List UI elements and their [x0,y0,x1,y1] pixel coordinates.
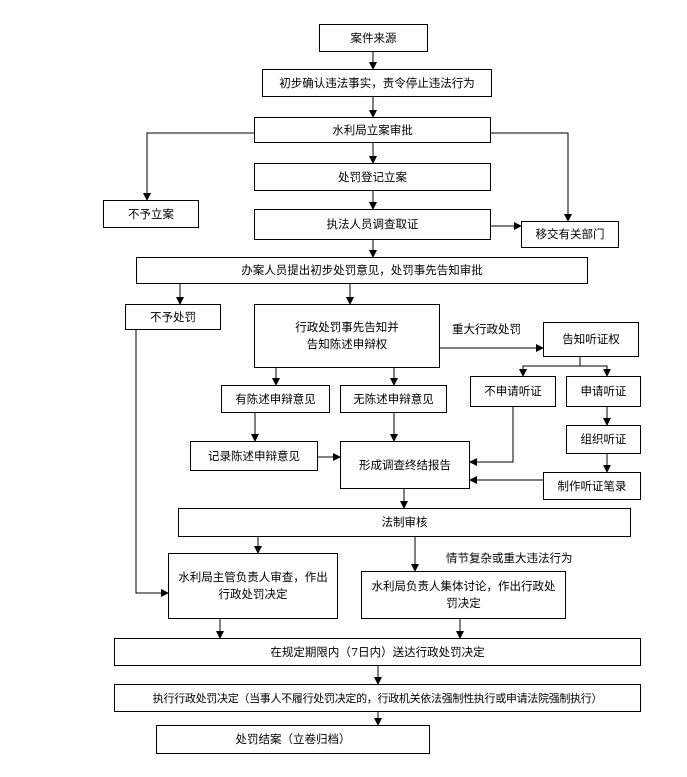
arrow-no-hearing-to-report [469,407,514,466]
node-no-penalty: 不予处罚 [125,304,221,330]
node-case-source: 案件来源 [319,24,428,52]
label-complex-case: 情节复杂或重大违法行为 [446,550,573,566]
node-has-statement: 有陈述申辩意见 [221,385,330,413]
node-organize-hearing: 组织听证 [566,425,641,454]
node-hearing-record: 制作听证笔录 [543,472,641,500]
node-deliver: 在规定期限内（7日内）送达行政处罚决定 [114,638,641,666]
arrow-hearing-notice-to-apply [579,357,611,377]
node-no-statement: 无陈述申辩意见 [340,385,447,413]
node-execute: 执行行政处罚决定（当事人不履行处罚决定的，行政机关依法强制性执行或申请法院强制执… [114,684,641,712]
node-bureau-approval: 水利局立案审批 [254,117,491,143]
node-transfer: 移交有关部门 [521,221,619,248]
arrow-hearing-notice-to-no-hearing [519,357,581,377]
node-legal-review: 法制审核 [178,508,631,537]
arrow-approval-to-transfer [491,132,572,222]
node-prior-notice: 行政处罚事先告知并告知陈述申辩权 [254,304,440,368]
node-supervisor-decision: 水利局主管负责人审查，作出行政处罚决定 [168,553,338,619]
label-major-penalty: 重大行政处罚 [452,321,521,337]
node-investigate: 执法人员调查取证 [254,209,491,240]
node-apply-hearing: 申请听证 [566,376,641,407]
node-handler-opinion: 办案人员提出初步处罚意见，处罚事先告知审批 [136,257,588,284]
node-record-statement: 记录陈述申辩意见 [190,441,318,471]
node-collective-decision: 水利局负责人集体讨论，作出行政处罚决定 [361,571,566,619]
node-hearing-notice: 告知听证权 [543,322,639,357]
node-final-report: 形成调查终结报告 [340,441,470,489]
node-close: 处罚结案（立卷归档） [156,725,430,754]
node-initial-confirm: 初步确认违法事实，责令停止违法行为 [262,69,492,97]
node-no-hearing: 不申请听证 [470,376,556,407]
node-no-filing: 不予立案 [103,200,199,228]
node-register: 处罚登记立案 [254,163,491,191]
arrow-no-penalty-to-supervisor [135,330,169,597]
arrow-approval-to-no-filing [143,132,254,201]
